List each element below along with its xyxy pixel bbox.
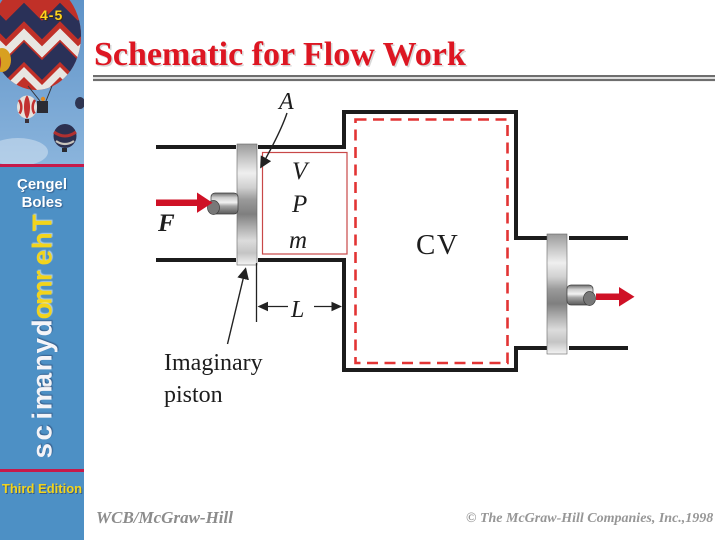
sidebar-divider-top [0, 164, 84, 167]
dimension-arrow-right [331, 301, 342, 312]
balloon-flame [40, 96, 46, 102]
cv-dashed-boundary [354, 118, 509, 365]
label-area: A [277, 89, 294, 115]
label-pressure: P [291, 191, 307, 218]
outflow-arrow [596, 287, 635, 307]
balloon-basket [37, 101, 48, 113]
edge-balloon [0, 48, 11, 72]
dimension-arrow-left [257, 301, 268, 312]
edition-label: Third Edition [1, 481, 83, 496]
footer-copyright: © The McGraw-Hill Companies, Inc.,1998 [466, 511, 714, 526]
force-arrow [156, 192, 213, 213]
inlet-piston [236, 143, 258, 266]
author-names: Çengel Boles [0, 176, 84, 212]
inlet-pipe-bottom-wall [156, 258, 236, 262]
system-boundary-box [261, 151, 348, 255]
sidebar-panel [0, 167, 84, 540]
pipe-and-chamber-walls [156, 110, 628, 372]
imaginary-piston-callout-arrow [226, 267, 249, 345]
footer-publisher: WCB/McGraw-Hill [96, 508, 233, 527]
page-title: Schematic for Flow Work [94, 35, 466, 73]
label-mass: m [289, 227, 307, 254]
label-force: F [157, 210, 175, 237]
outlet-pipe-top-wall [518, 236, 547, 240]
author-line1: Çengel [16, 176, 67, 193]
balloon-photo: 4-5 [0, 0, 84, 164]
label-control-volume: CV [416, 229, 459, 261]
sidebar-divider-bottom [0, 469, 84, 472]
author-line2: Boles [21, 194, 63, 211]
label-volume: V [292, 158, 310, 185]
balloon-photo-art [0, 0, 84, 164]
tiny-balloon [75, 97, 84, 109]
chamber-top-wall [342, 110, 518, 114]
small-balloon-dark [53, 124, 77, 152]
outlet-piston [546, 233, 568, 355]
small-balloon-striped [17, 95, 37, 123]
label-length: L [290, 297, 304, 323]
imaginary-piston-label-line2: piston [164, 382, 223, 408]
outlet-pipe-bottom-wall [518, 346, 547, 350]
area-callout-arrow [260, 112, 288, 169]
imaginary-piston-label-line1: Imaginary [164, 350, 263, 376]
outlet-rod-cap [583, 291, 596, 306]
title-underline [93, 75, 715, 82]
chamber-bottom-wall [342, 368, 518, 372]
inlet-pipe-top-wall [156, 145, 236, 149]
slide-number-badge: 4-5 [40, 7, 64, 23]
